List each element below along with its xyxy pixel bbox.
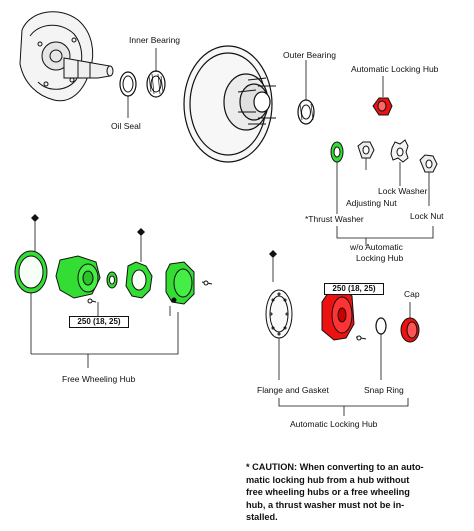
fwh-ring-green — [106, 271, 118, 289]
label-automatic-locking-hub-bottom: Automatic Locking Hub — [290, 419, 378, 429]
inner-bearing — [146, 70, 166, 98]
wo-auto-bracket — [336, 158, 434, 246]
alh-bracket — [278, 297, 409, 416]
fwh-gasket-green — [14, 250, 48, 294]
label-lock-washer: Lock Washer — [378, 186, 428, 196]
torque-box-right: 250 (18, 25) — [324, 283, 384, 295]
alh-body-red — [321, 287, 355, 341]
label-wo-locking-hub: Locking Hub — [356, 253, 404, 263]
label-flange-gasket: Flange and Gasket — [257, 385, 329, 395]
oil-seal — [119, 71, 137, 97]
hub-bolts — [237, 77, 276, 125]
caution-line: matic locking hub from a hub without — [246, 474, 410, 485]
label-free-wheeling-hub: Free Wheeling Hub — [62, 374, 136, 384]
alh-bolt — [355, 335, 367, 341]
label-oil-seal: Oil Seal — [111, 121, 141, 131]
caution-line: free wheeling hubs or a free wheeling — [246, 487, 410, 498]
fwh-bracket — [30, 293, 179, 368]
disc-rotor — [183, 45, 273, 163]
auto-locking-hub-nut-red — [372, 97, 393, 116]
caution-note: * CAUTION: When converting to an auto- m… — [246, 461, 468, 524]
fwh-gasket2-green — [125, 261, 153, 299]
thrust-washer-green — [330, 141, 344, 163]
label-adjusting-nut: Adjusting Nut — [346, 198, 397, 208]
label-thrust-washer: *Thrust Washer — [305, 214, 364, 224]
outer-bearing — [297, 99, 315, 125]
cap-red — [400, 317, 420, 343]
label-outer-bearing: Outer Bearing — [283, 50, 336, 60]
alh-flange-gasket — [265, 289, 293, 339]
caution-line: stalled. — [246, 512, 278, 523]
adjusting-nut — [357, 141, 375, 159]
fwh-bolts — [87, 280, 213, 304]
label-automatic-locking-hub-top: Automatic Locking Hub — [351, 64, 439, 74]
torque-box-left: 250 (18, 25) — [69, 316, 129, 328]
label-lock-nut: Lock Nut — [410, 211, 444, 221]
caution-line: * CAUTION: When converting to an auto- — [246, 462, 424, 472]
diamond-marker-right — [269, 250, 277, 258]
label-snap-ring: Snap Ring — [364, 385, 404, 395]
label-cap: Cap — [404, 289, 420, 299]
fwh-body-green — [55, 255, 101, 299]
lock-nut — [419, 154, 438, 173]
caution-line: hub, a thrust washer must not be in- — [246, 499, 405, 510]
fwh-cover-green — [165, 261, 195, 305]
steering-knuckle — [19, 11, 94, 102]
lock-washer — [390, 139, 409, 163]
label-wo-automatic: w/o Automatic — [350, 242, 403, 252]
spindle — [63, 57, 114, 79]
label-inner-bearing: Inner Bearing — [129, 35, 181, 45]
diamond-marker-left — [31, 214, 145, 236]
snap-ring — [375, 317, 387, 335]
